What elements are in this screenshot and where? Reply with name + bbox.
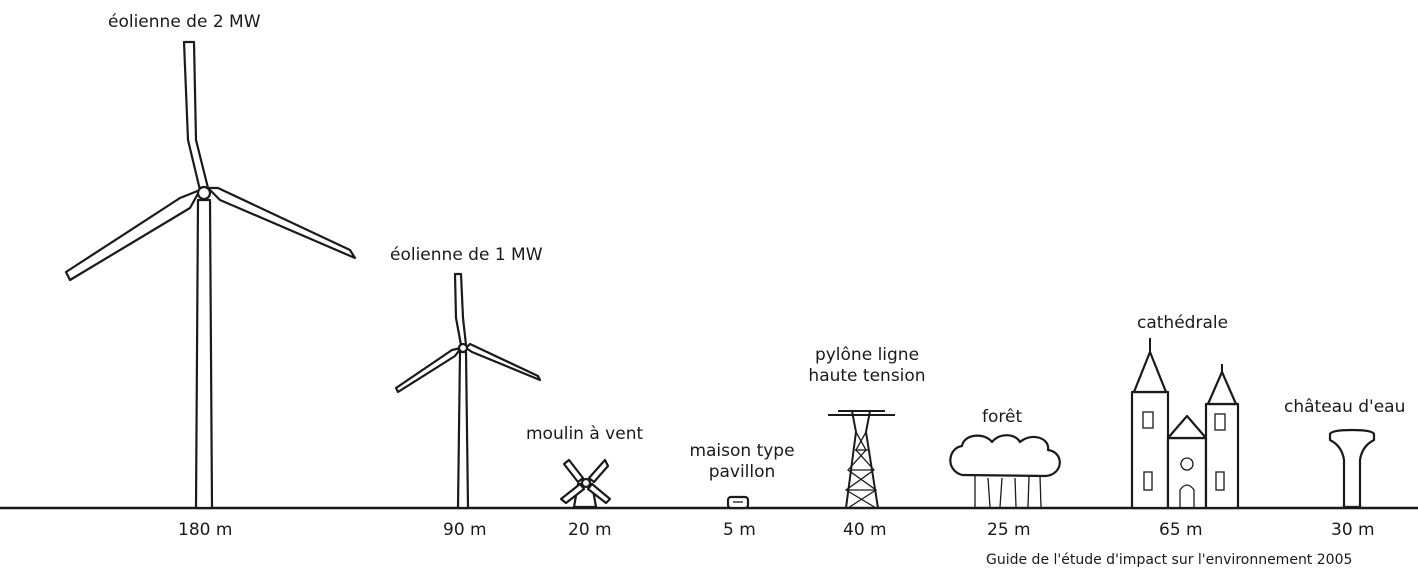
label-pylon-line-1: pylône ligne (814, 345, 920, 365)
label-wind-turbine-2mw: éolienne de 2 MW (108, 12, 261, 32)
label-pylon: pylône ligne haute tension (804, 345, 930, 387)
water-tower-icon (1328, 428, 1376, 509)
pylon-icon (828, 410, 895, 509)
label-house: maison type pavillon (682, 441, 802, 483)
wind-turbine-2mw-icon (64, 40, 357, 510)
cathedral-icon (1130, 338, 1240, 510)
height-wind-turbine-1mw: 90 m (443, 520, 487, 540)
label-house-line-1: maison type (689, 441, 795, 461)
height-forest: 25 m (987, 520, 1031, 540)
height-wind-turbine-2mw: 180 m (178, 520, 233, 540)
label-pylon-line-2: haute tension (808, 366, 926, 386)
height-water-tower: 30 m (1331, 520, 1375, 540)
forest-icon (949, 434, 1061, 508)
source-caption: Guide de l'étude d'impact sur l'environn… (986, 552, 1353, 568)
height-pylon: 40 m (843, 520, 887, 540)
house-icon (726, 495, 750, 510)
label-cathedral: cathédrale (1137, 313, 1229, 333)
windmill-icon (559, 458, 612, 509)
height-house: 5 m (723, 520, 756, 540)
label-windmill: moulin à vent (526, 424, 644, 444)
label-house-line-2: pavillon (708, 462, 776, 482)
wind-turbine-1mw-icon (394, 272, 542, 510)
label-wind-turbine-1mw: éolienne de 1 MW (390, 245, 543, 265)
label-forest: forêt (982, 407, 1023, 427)
height-cathedral: 65 m (1159, 520, 1203, 540)
height-windmill: 20 m (568, 520, 612, 540)
label-water-tower: château d'eau (1284, 397, 1406, 417)
